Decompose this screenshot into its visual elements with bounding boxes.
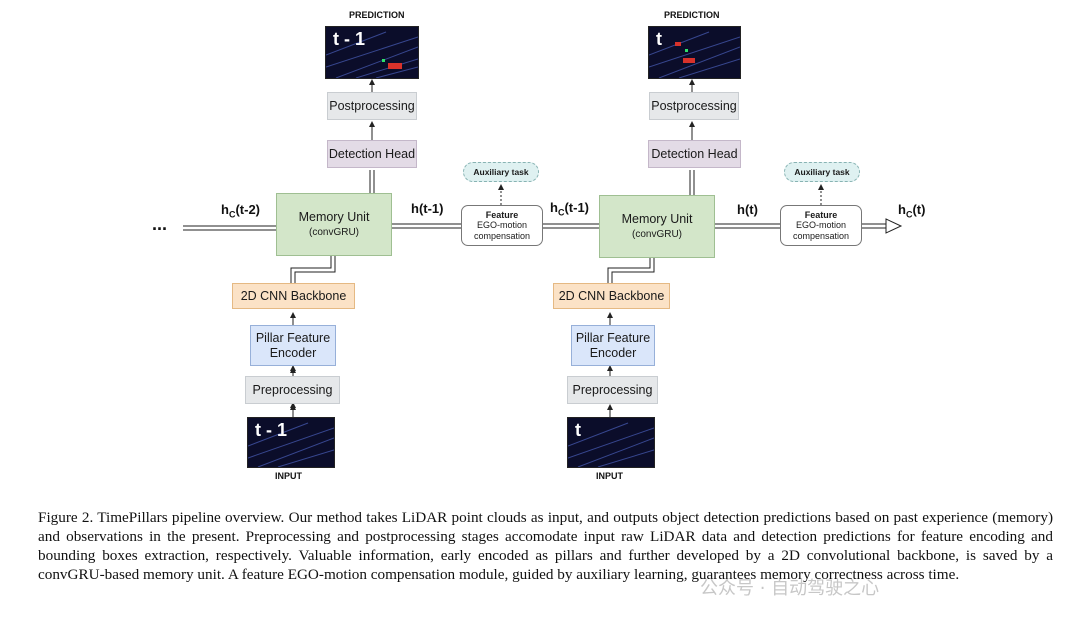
- lidar-points-pred-right: [649, 31, 740, 78]
- hc-t-minus-1-label: hC(t-1): [550, 200, 589, 218]
- prediction-image-left: t - 1: [325, 26, 419, 79]
- input-image-right: t: [567, 417, 655, 468]
- hc-t2-main: h: [221, 202, 229, 217]
- prediction-label-right: PREDICTION: [664, 10, 720, 20]
- memory-unit-block-left: Memory Unit (convGRU): [276, 193, 392, 256]
- prediction-image-right: t: [648, 26, 741, 79]
- auxiliary-task-cloud-right: Auxiliary task: [784, 162, 860, 182]
- postprocessing-block-right: Postprocessing: [649, 92, 739, 120]
- ellipsis: ...: [152, 214, 168, 234]
- detection-head-block-left: Detection Head: [327, 140, 417, 168]
- preprocessing-block-right: Preprocessing: [567, 376, 658, 404]
- input-image-left: t - 1: [247, 417, 335, 468]
- hc-t-main: h: [898, 202, 906, 217]
- feature-line3-left: compensation: [473, 230, 531, 241]
- backbone-block-right: 2D CNN Backbone: [553, 283, 670, 309]
- detection-head-block-right: Detection Head: [648, 140, 741, 168]
- auxiliary-task-cloud-left: Auxiliary task: [463, 162, 539, 182]
- memory-unit-title-right: Memory Unit: [621, 211, 693, 226]
- hc-t1-main: h: [550, 200, 558, 215]
- hc-t1-tail: (t-1): [564, 200, 589, 215]
- timestep-pred-left: t - 1: [333, 29, 366, 49]
- backbone-block-left: 2D CNN Backbone: [232, 283, 355, 309]
- timestep-input-left: t - 1: [255, 420, 288, 440]
- memory-unit-block-right: Memory Unit (convGRU): [599, 195, 715, 258]
- hc-t2-sub: C: [228, 209, 236, 220]
- h-t-label: h(t): [737, 202, 758, 217]
- timestep-pred-right: t: [656, 29, 662, 49]
- hc-t1-sub: C: [557, 207, 565, 218]
- lidar-points-input-right: [568, 422, 654, 467]
- pillar-encoder-line1-right: Pillar Feature: [575, 330, 651, 345]
- feature-title-right: Feature: [804, 209, 838, 220]
- pillar-encoder-block-left: Pillar Feature Encoder: [250, 325, 336, 366]
- memory-unit-title-left: Memory Unit: [298, 209, 370, 224]
- prediction-label-left: PREDICTION: [349, 10, 405, 20]
- hc-t2-tail: (t-2): [235, 202, 260, 217]
- feature-title-left: Feature: [485, 209, 519, 220]
- watermark: 公众号 · 自动驾驶之心: [700, 578, 880, 599]
- postprocessing-block-left: Postprocessing: [327, 92, 417, 120]
- memory-unit-sub-left: (convGRU): [308, 226, 359, 238]
- h-t-minus-1-label: h(t-1): [411, 201, 444, 216]
- timestep-input-right: t: [575, 420, 581, 440]
- input-label-right: INPUT: [596, 471, 623, 481]
- hc-t-label: hC(t): [898, 202, 925, 220]
- pillar-encoder-line2-right: Encoder: [589, 345, 637, 360]
- hc-t-tail: (t): [912, 202, 926, 217]
- hc-t-sub: C: [905, 209, 913, 220]
- hc-t-minus-2-label: hC(t-2): [221, 202, 260, 220]
- pillar-encoder-block-right: Pillar Feature Encoder: [571, 325, 655, 366]
- preprocessing-block-left: Preprocessing: [245, 376, 340, 404]
- feature-line2-left: EGO-motion: [476, 220, 527, 231]
- pillar-encoder-line2-left: Encoder: [269, 345, 317, 360]
- lidar-points-pred-left: [326, 31, 418, 78]
- input-label-left: INPUT: [275, 471, 302, 481]
- detection-box: [388, 63, 402, 69]
- feature-line2-right: EGO-motion: [795, 220, 846, 231]
- memory-unit-sub-right: (convGRU): [631, 228, 682, 240]
- pillar-encoder-line1-left: Pillar Feature: [255, 330, 331, 345]
- lidar-points-input-left: [248, 422, 334, 467]
- feature-ego-motion-block-right: Feature EGO-motion compensation: [780, 205, 862, 246]
- figure-caption: Figure 2. TimePillars pipeline overview.…: [38, 509, 1053, 583]
- feature-ego-motion-block-left: Feature EGO-motion compensation: [461, 205, 543, 246]
- feature-line3-right: compensation: [792, 230, 850, 241]
